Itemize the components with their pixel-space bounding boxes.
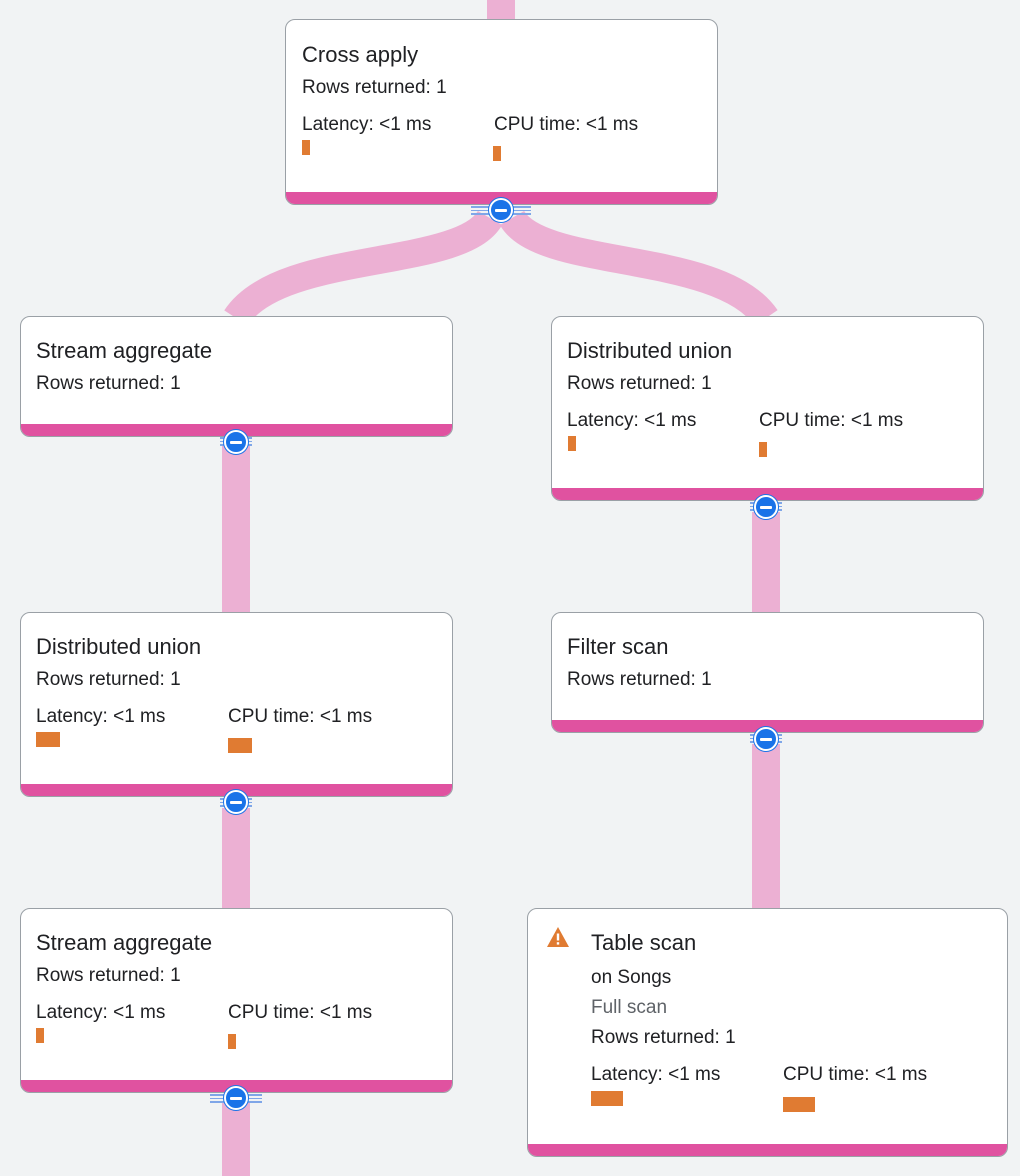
cpu-bar: [493, 146, 501, 161]
collapse-button-stream-aggregate[interactable]: [224, 430, 248, 454]
node-latency-label: Latency: <1 ms: [591, 1064, 721, 1085]
node-title: Distributed union: [36, 634, 202, 659]
node-latency-label: Latency: <1 ms: [36, 1002, 166, 1023]
node-footer-bar: [552, 720, 983, 732]
node-scan-type: Full scan: [591, 997, 668, 1018]
node-table-name: on Songs: [591, 967, 672, 988]
cpu-bar: [228, 1034, 236, 1049]
node-title: Table scan: [591, 930, 697, 955]
cpu-bar: [228, 738, 252, 753]
latency-bar: [36, 732, 60, 747]
plan-node-distributed-union-left[interactable]: Distributed union Rows returned: 1 Laten…: [20, 612, 453, 797]
collapse-button-stream-aggregate-bottom[interactable]: [224, 1086, 248, 1110]
node-cpu-label: CPU time: <1 ms: [759, 410, 904, 431]
collapse-button-distributed-union-right[interactable]: [754, 495, 778, 519]
latency-bar: [568, 436, 576, 451]
cpu-bar: [759, 442, 767, 457]
node-cpu-label: CPU time: <1 ms: [228, 706, 373, 727]
plan-node-table-scan[interactable]: Table scan on Songs Full scan Rows retur…: [527, 908, 1008, 1157]
collapse-button-filter-scan[interactable]: [754, 727, 778, 751]
node-rows-returned: Rows returned: 1: [36, 965, 181, 986]
plan-node-stream-aggregate-bottom[interactable]: Stream aggregate Rows returned: 1 Latenc…: [20, 908, 453, 1093]
node-cpu-label: CPU time: <1 ms: [783, 1064, 928, 1085]
edge-cross-apply-to-stream-aggregate: [224, 209, 503, 327]
node-footer-bar: [552, 488, 983, 500]
node-latency-label: Latency: <1 ms: [36, 706, 166, 727]
node-title: Distributed union: [567, 338, 733, 363]
node-footer-bar: [528, 1144, 1007, 1156]
node-title: Filter scan: [567, 634, 669, 659]
warning-icon: [547, 927, 569, 947]
node-rows-returned: Rows returned: 1: [36, 669, 181, 690]
node-cpu-label: CPU time: <1 ms: [494, 114, 639, 135]
node-rows-returned: Rows returned: 1: [591, 1027, 736, 1048]
latency-bar: [591, 1091, 623, 1106]
plan-node-filter-scan[interactable]: Filter scan Rows returned: 1: [551, 612, 984, 733]
node-rows-returned: Rows returned: 1: [302, 77, 447, 98]
latency-bar: [302, 140, 310, 155]
plan-node-cross-apply[interactable]: Cross apply Rows returned: 1 Latency: <1…: [285, 19, 718, 205]
node-title: Stream aggregate: [36, 338, 213, 363]
node-rows-returned: Rows returned: 1: [36, 373, 181, 394]
node-latency-label: Latency: <1 ms: [302, 114, 432, 135]
plan-node-distributed-union-right[interactable]: Distributed union Rows returned: 1 Laten…: [551, 316, 984, 501]
node-rows-returned: Rows returned: 1: [567, 669, 712, 690]
node-rows-returned: Rows returned: 1: [567, 373, 712, 394]
cpu-bar: [783, 1097, 815, 1112]
collapse-button-cross-apply[interactable]: [489, 198, 513, 222]
node-cpu-label: CPU time: <1 ms: [228, 1002, 373, 1023]
node-title: Stream aggregate: [36, 930, 213, 955]
node-latency-label: Latency: <1 ms: [567, 410, 697, 431]
plan-node-stream-aggregate[interactable]: Stream aggregate Rows returned: 1: [20, 316, 453, 437]
collapse-button-distributed-union-left[interactable]: [224, 790, 248, 814]
latency-bar: [36, 1028, 44, 1043]
edge-cross-apply-to-distributed-union: [499, 209, 778, 327]
node-title: Cross apply: [302, 42, 419, 67]
